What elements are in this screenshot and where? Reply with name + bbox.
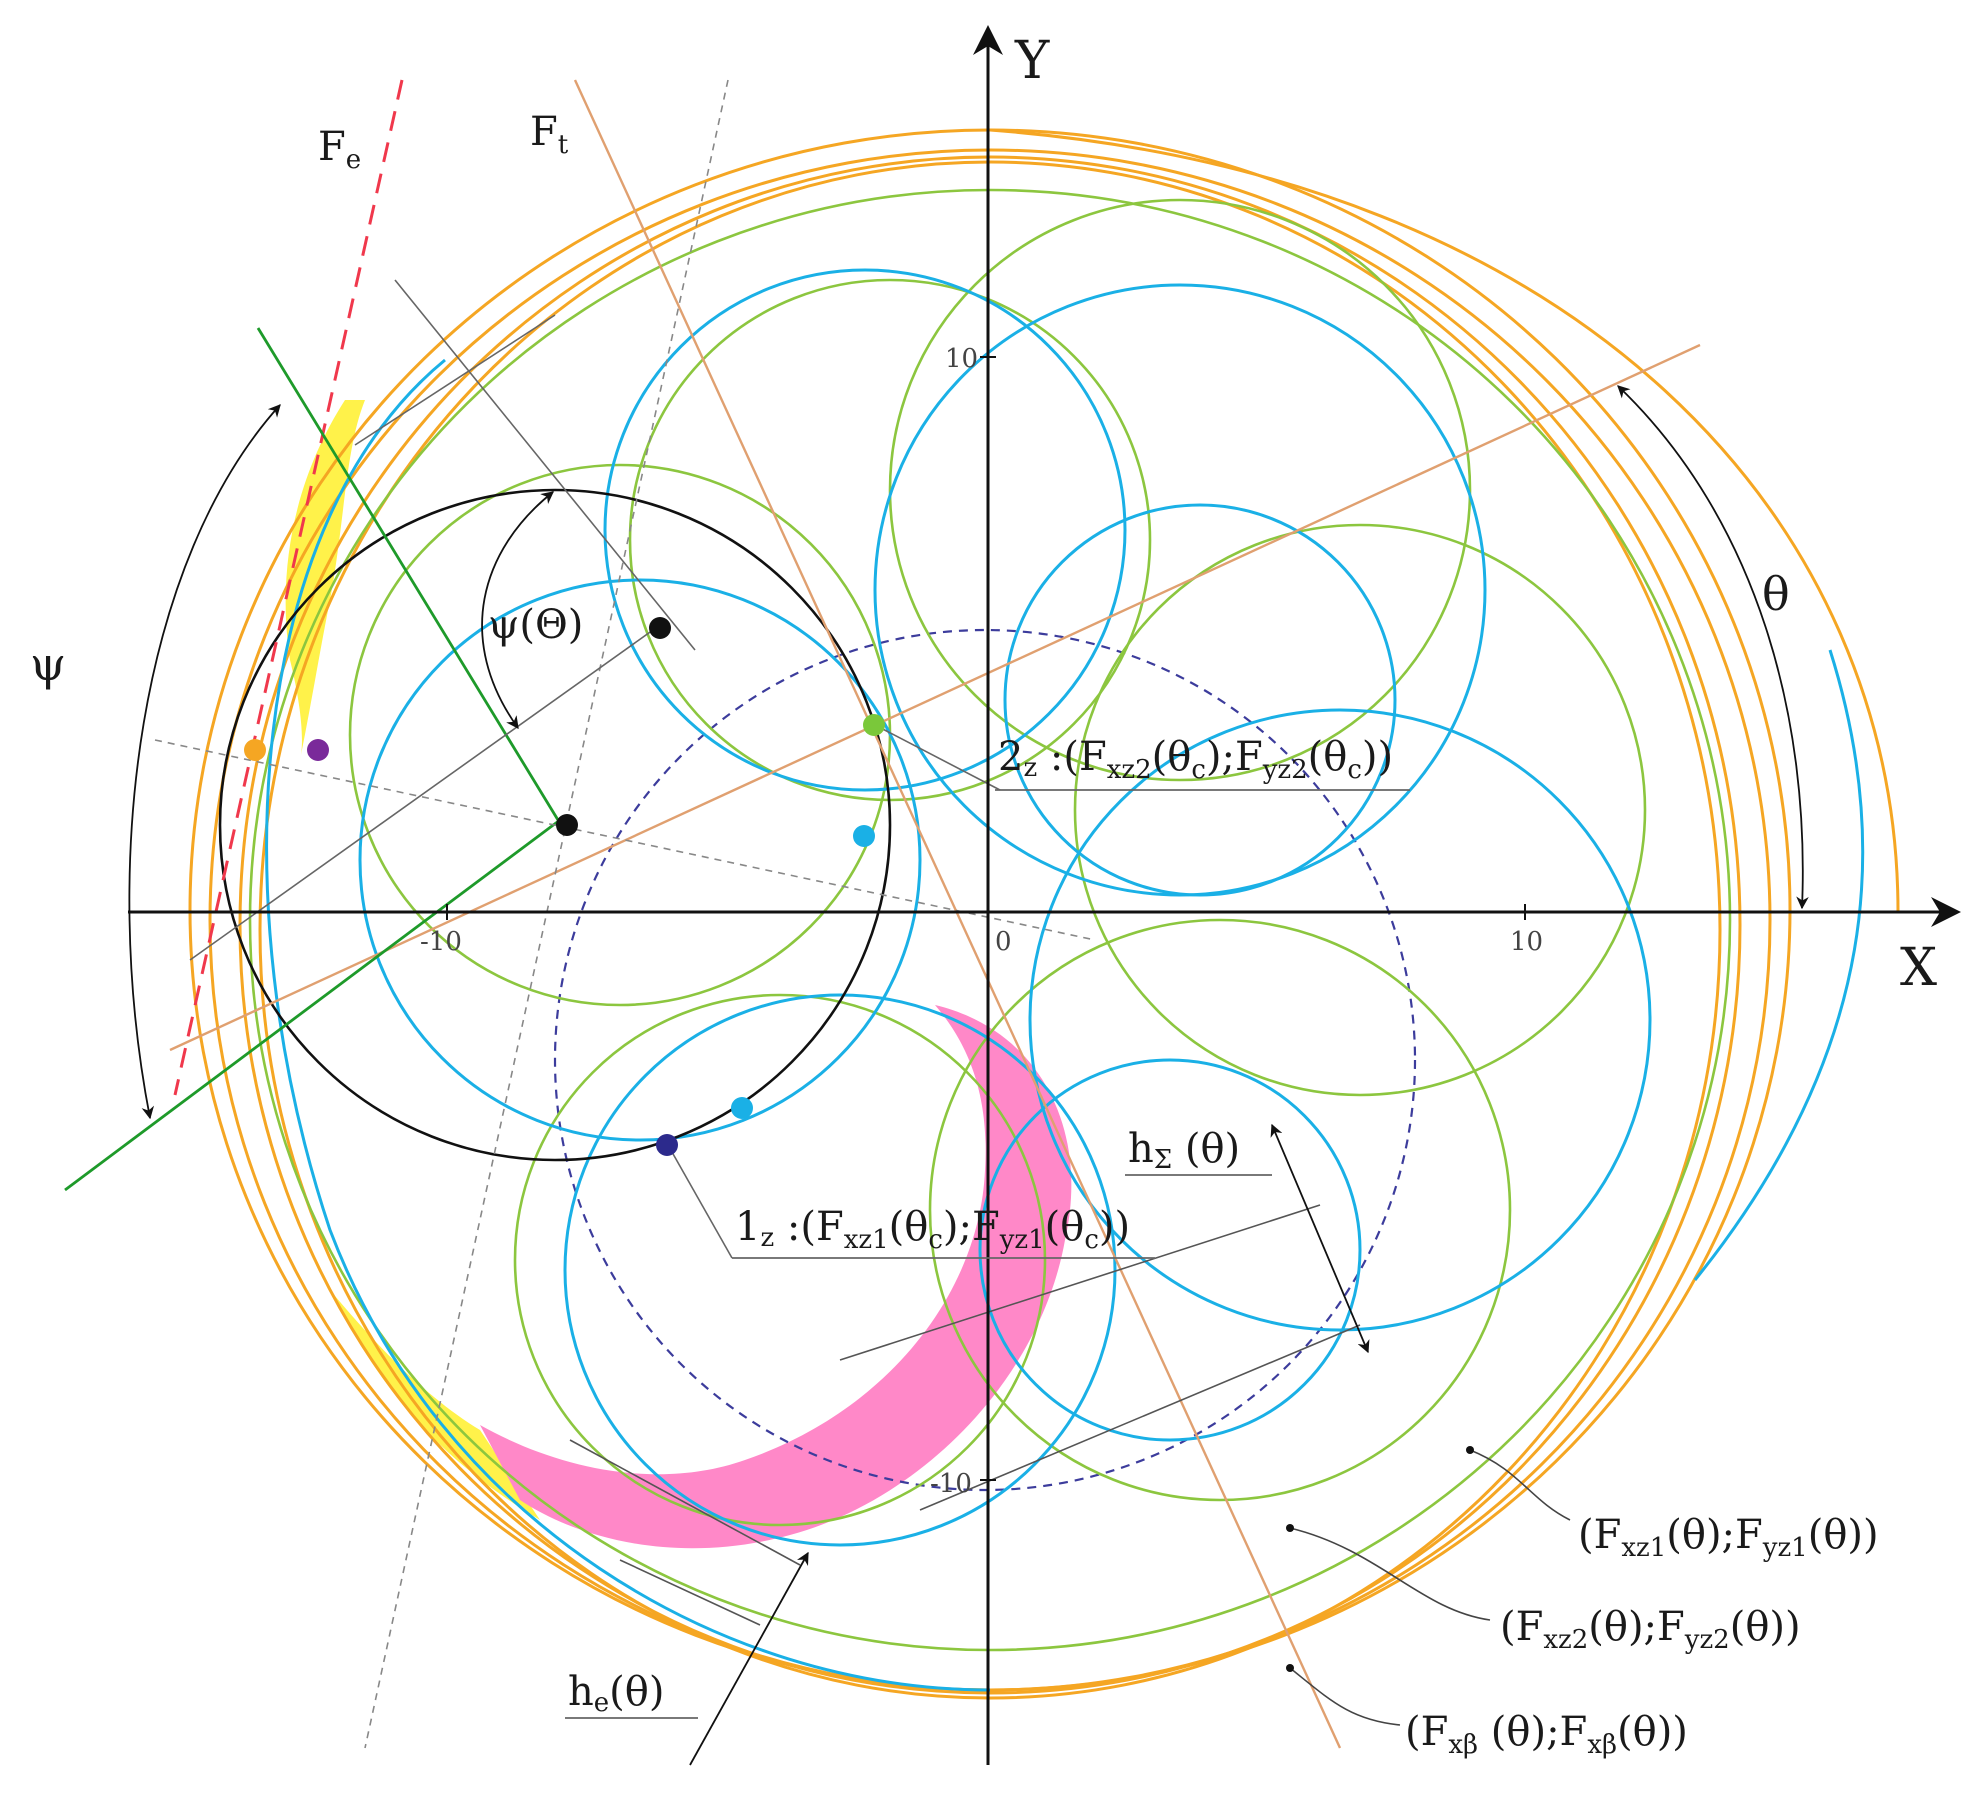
leader-curve-3 <box>1289 1667 1401 1726</box>
navy-point <box>656 1134 678 1156</box>
green-circle-bottom-right <box>928 918 1512 1502</box>
h-sigma-dimension <box>1270 1123 1370 1354</box>
dashed-trajectory-circle <box>553 628 1417 1492</box>
purple-point <box>307 739 329 761</box>
green-circle-upper-left <box>348 463 892 1007</box>
ft-label: Ft <box>530 109 569 160</box>
blue-right-arc <box>1693 649 1865 1281</box>
blue-point-lower <box>731 1097 753 1119</box>
gray-dashed-line-b <box>154 739 1096 941</box>
gray-leader-1z <box>667 1144 733 1259</box>
point-1z-label: 1z :(Fxz1(θc);Fyz1(θc)) <box>735 1204 1130 1255</box>
h-e-label: he(θ) <box>568 1669 664 1718</box>
blue-circle-small <box>1003 503 1397 897</box>
blue-point-right <box>853 825 875 847</box>
green-normal-line <box>256 327 560 821</box>
y-tick-neg: -10 <box>930 1469 972 1499</box>
black-point-center <box>556 814 578 836</box>
blue-circle-left <box>358 578 922 1142</box>
leader-dot-3 <box>1286 1664 1294 1672</box>
theta-arc-arrow <box>1617 385 1809 910</box>
blue-circle-bottom <box>563 993 1117 1547</box>
gray-line-he-1 <box>569 1439 801 1566</box>
psi-theta-label: ψ(Θ) <box>488 602 583 648</box>
fe-label: Fe <box>318 124 361 175</box>
x-tick-neg: -10 <box>420 927 462 957</box>
leader-dot-1 <box>1466 1446 1474 1454</box>
blue-outer-arc <box>265 358 991 1692</box>
he-dimension <box>689 1551 809 1766</box>
black-point-upper <box>649 617 671 639</box>
green-circle-top <box>888 198 1472 782</box>
gray-leader-2z <box>874 724 1001 791</box>
tan-line-ft <box>573 79 1342 1749</box>
psi-theta-arc-arrow <box>481 491 554 730</box>
curve-legend-1: (Fxz1(θ);Fyz1(θ)) <box>1578 1512 1879 1563</box>
gray-line-top-short <box>354 314 556 446</box>
marker-points <box>244 617 885 1156</box>
green-tangent-line <box>64 818 561 1192</box>
leader-dot-2 <box>1286 1524 1294 1532</box>
leader-curve-2 <box>1289 1527 1491 1621</box>
gray-line-upper <box>394 279 696 651</box>
gray-line-h-sigma-1 <box>839 1204 1321 1361</box>
pink-crescent-region <box>480 1005 1072 1549</box>
blue-circle-upper-middle <box>603 268 1127 792</box>
green-curve-family <box>248 188 1732 1652</box>
psi-label: ψ <box>30 637 66 691</box>
h-sigma-label: hΣ (θ) <box>1128 1126 1240 1175</box>
y-axis-title: Y <box>1014 31 1050 91</box>
x-tick-pos: 10 <box>1510 927 1543 957</box>
green-circle-bottom <box>513 993 1047 1527</box>
blue-curve-family <box>265 268 1865 1692</box>
gray-dashed-line-a <box>364 79 729 1749</box>
gray-line-he-2 <box>619 1559 761 1626</box>
theta-label: θ <box>1762 567 1790 621</box>
curve-legend-2: (Fxz2(θ);Fyz2(θ)) <box>1500 1604 1801 1655</box>
y-tick-pos: 10 <box>945 344 978 374</box>
orange-point <box>244 739 266 761</box>
psi-arc-arrow <box>128 404 281 1120</box>
axis-ticks <box>446 356 1526 1481</box>
x-tick-zero: 0 <box>995 927 1012 957</box>
point-2z-label: 2z :(Fxz2(θc);Fyz2(θc)) <box>998 734 1393 785</box>
leader-curve-1 <box>1469 1449 1571 1521</box>
red-dashed-line-fe <box>173 79 404 1096</box>
tan-diagonal-line <box>169 343 1701 1052</box>
yellow-region-lower <box>330 1290 540 1520</box>
orange-circle-2 <box>208 148 1772 1692</box>
x-axis-title: X <box>1900 938 1937 998</box>
curve-legend-3: (Fxβ (θ);Fxβ(θ)) <box>1405 1709 1688 1760</box>
green-point <box>863 714 885 736</box>
